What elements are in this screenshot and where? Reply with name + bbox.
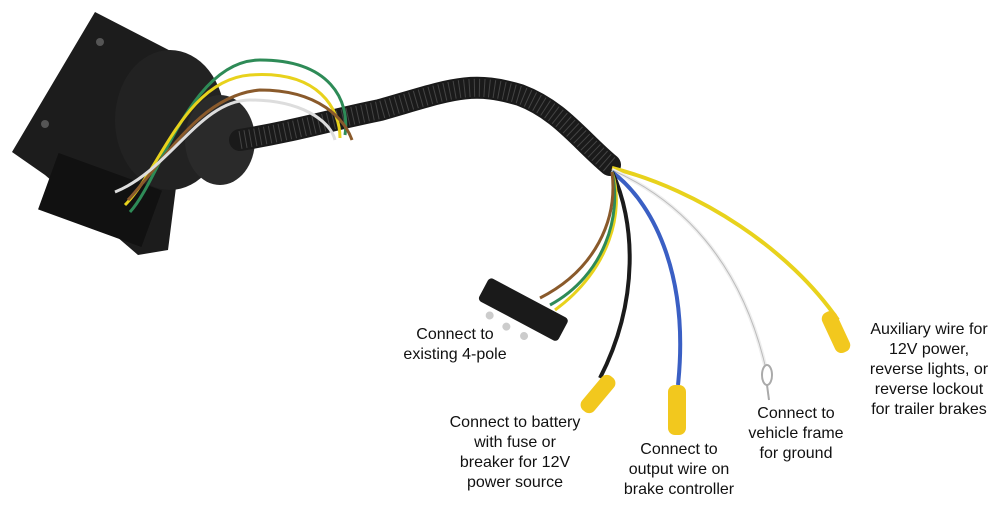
label-line: with fuse or xyxy=(474,434,556,451)
label-line: output wire on xyxy=(628,461,730,478)
tube-ribbing xyxy=(238,78,616,172)
label-line: reverse lockout xyxy=(874,381,984,398)
label-line: breaker for 12V xyxy=(459,454,571,471)
label-line: brake controller xyxy=(623,481,735,498)
label-line: Connect to xyxy=(757,405,835,422)
label-four-pole: Connect to existing 4-pole xyxy=(403,325,506,365)
label-line: for ground xyxy=(759,445,833,462)
corrugated-tube xyxy=(229,76,621,176)
ring-terminal xyxy=(761,364,773,386)
white-wire-loop xyxy=(114,98,337,194)
yellow-butt-connector-battery xyxy=(580,374,616,414)
label-line: for trailer brakes xyxy=(871,401,987,418)
label-line: Connect to xyxy=(640,441,718,458)
four-pole-plug xyxy=(478,278,568,341)
label-line: vehicle frame xyxy=(748,425,844,442)
black-battery-wire xyxy=(598,171,632,379)
label-line: 12V power, xyxy=(888,341,970,358)
brown-4pole-wire xyxy=(539,171,615,300)
label-auxiliary: Auxiliary wire for 12V power, reverse li… xyxy=(870,320,988,420)
white-ground-wire xyxy=(611,168,767,366)
label-line: existing 4-pole xyxy=(403,346,507,363)
label-battery: Connect to battery with fuse or breaker … xyxy=(450,413,581,493)
yellow-butt-connector-brake xyxy=(668,385,686,435)
label-ground: Connect to vehicle frame for ground xyxy=(748,404,843,464)
label-line: Connect to battery xyxy=(449,414,581,431)
bracket-hole xyxy=(96,38,104,46)
ring-terminal-tip xyxy=(766,384,770,401)
label-line: power source xyxy=(466,474,564,491)
label-line: Auxiliary wire for xyxy=(870,321,988,338)
socket-cover xyxy=(38,152,162,248)
yellow-aux-wire xyxy=(611,166,840,322)
yellow-butt-connector-aux xyxy=(821,310,851,354)
green-wire-loop xyxy=(128,58,348,214)
label-brake-controller: Connect to output wire on brake controll… xyxy=(624,440,734,500)
blue-brake-wire xyxy=(610,170,683,386)
label-line: reverse lights, or xyxy=(869,361,989,378)
bracket-hole xyxy=(41,120,49,128)
label-line: Connect to xyxy=(416,326,494,343)
white-wire-outline xyxy=(611,169,766,366)
